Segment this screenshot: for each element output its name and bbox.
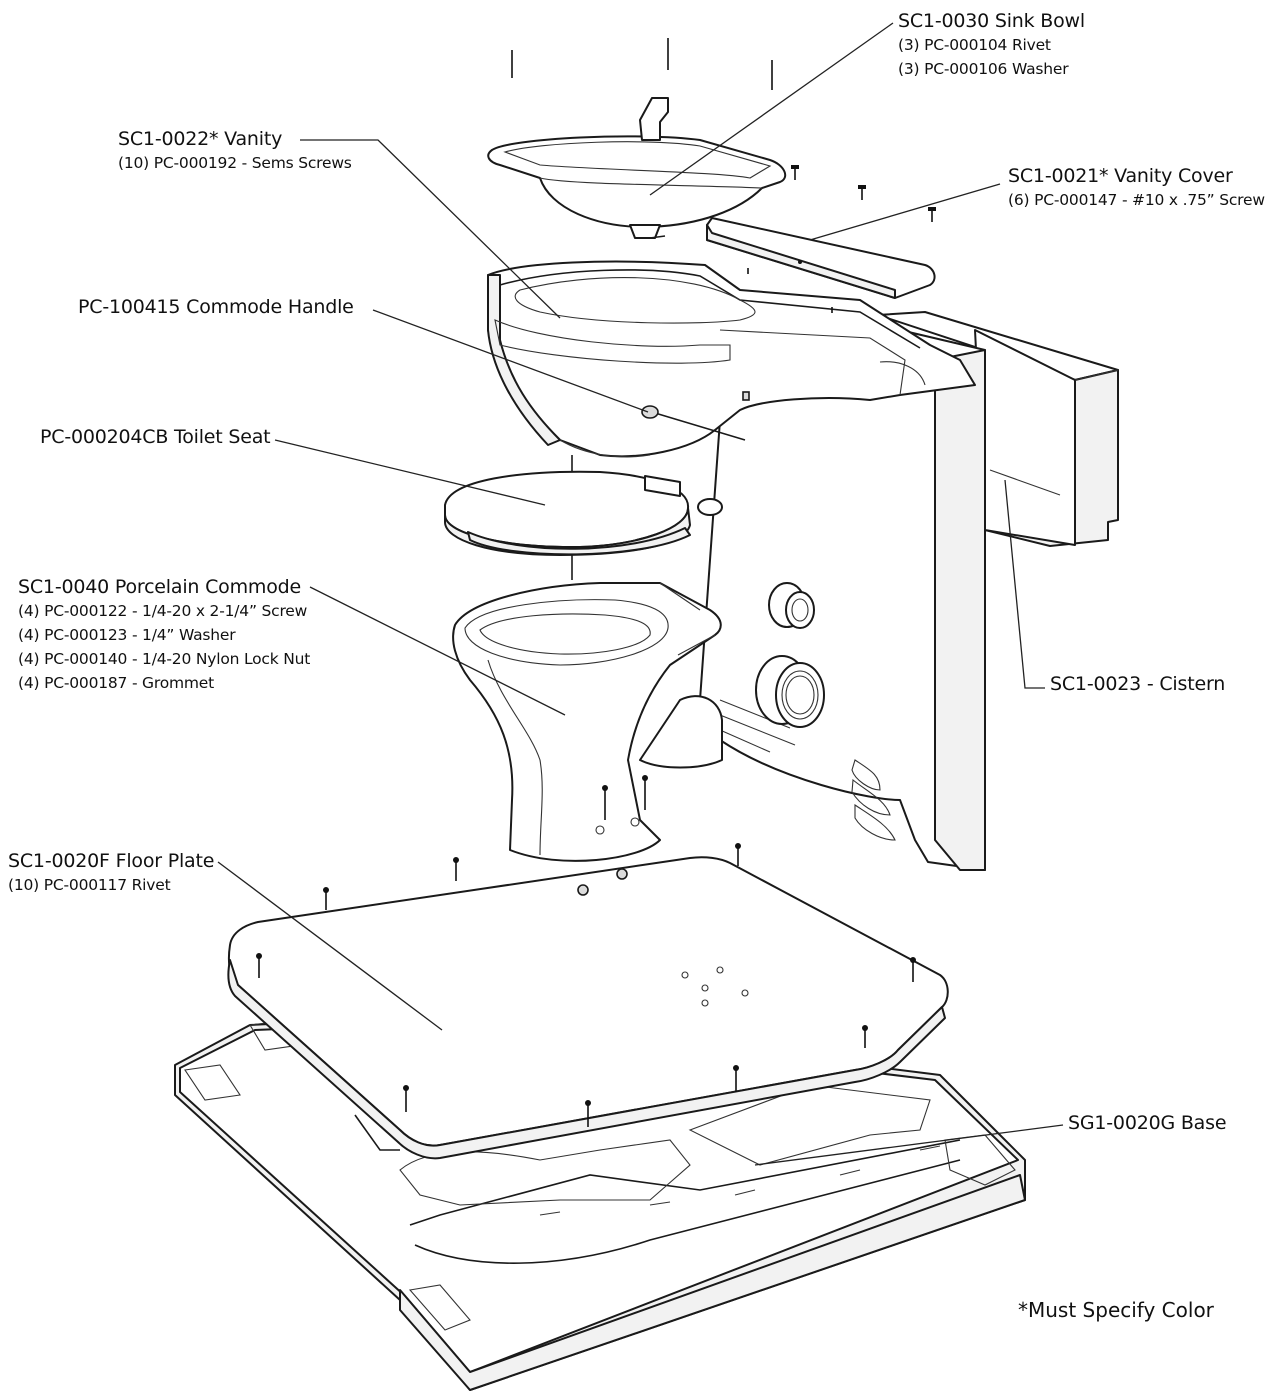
vanity-fittings: [755, 582, 825, 728]
callout-vanity: SC1-0022* Vanity (10) PC-000192 - Sems S…: [118, 128, 352, 175]
callout-sink-bowl: SC1-0030 Sink Bowl (3) PC-000104 Rivet (…: [898, 10, 1085, 81]
leader-floor-plate: [217, 861, 443, 1031]
leader-toilet-seat: [274, 439, 546, 506]
callout-cistern: SC1-0023 - Cistern: [1050, 673, 1225, 696]
callout-commode-handle: PC-100415 Commode Handle: [78, 296, 354, 319]
sink-bowl-title: SC1-0030 Sink Bowl: [898, 10, 1085, 32]
callout-base: SG1-0020G Base: [1068, 1112, 1227, 1135]
leader-base: [754, 1124, 1064, 1166]
sink-bowl-rivets: [511, 38, 773, 90]
vanity-cover-part: [706, 217, 936, 299]
commode-handle-part: [641, 405, 746, 441]
commode-line-2: (4) PC-000123 - 1/4” Washer: [18, 625, 236, 644]
leader-lines: [217, 22, 1064, 1166]
sink-bowl-line-2: (3) PC-000106 Washer: [898, 59, 1069, 78]
leader-commode: [309, 586, 566, 716]
commode-line-1: (4) PC-000122 - 1/4-20 x 2-1/4” Screw: [18, 601, 308, 620]
callout-vanity-cover: SC1-0021* Vanity Cover (6) PC-000147 - #…: [1008, 165, 1265, 212]
toilet-seat-part: [444, 470, 723, 556]
commode-part: [452, 582, 723, 862]
vanity-part: [487, 260, 986, 871]
callout-floor-plate: SC1-0020F Floor Plate (10) PC-000117 Riv…: [8, 850, 214, 897]
commode-line-3: (4) PC-000140 - 1/4-20 Nylon Lock Nut: [18, 649, 311, 668]
cistern-title: SC1-0023 - Cistern: [1050, 673, 1226, 695]
floor-plate-part: [227, 856, 949, 1160]
commode-line-4: (4) PC-000187 - Grommet: [18, 673, 214, 692]
commode-hardware: [595, 775, 648, 835]
callout-toilet-seat: PC-000204CB Toilet Seat: [40, 426, 271, 449]
vanity-cover-line-1: (6) PC-000147 - #10 x .75” Screw: [1008, 190, 1265, 209]
commode-handle-title: PC-100415 Commode Handle: [78, 296, 354, 318]
floor-plate-rivets: [256, 843, 916, 1127]
callout-commode: SC1-0040 Porcelain Commode (4) PC-000122…: [18, 576, 310, 695]
leader-vanity: [300, 139, 561, 319]
vanity-cover-screw-heads: [791, 165, 936, 211]
vanity-cover-title: SC1-0021* Vanity Cover: [1008, 165, 1233, 187]
sink-bowl-line-1: (3) PC-000104 Rivet: [898, 35, 1051, 54]
footnote: *Must Specify Color: [1018, 1298, 1214, 1322]
toilet-seat-title: PC-000204CB Toilet Seat: [40, 426, 271, 448]
sink-bowl-part: [487, 97, 787, 239]
leader-vanity-cover: [809, 183, 1001, 241]
leader-sink-bowl: [649, 22, 894, 196]
leader-cistern: [1004, 479, 1045, 689]
vanity-title: SC1-0022* Vanity: [118, 128, 283, 150]
vanity-line-1: (10) PC-000192 - Sems Screws: [118, 153, 352, 172]
leader-commode-handle: [372, 309, 649, 413]
commode-title: SC1-0040 Porcelain Commode: [18, 576, 301, 598]
cistern-part: [877, 311, 1119, 547]
vanity-cover-screws: [747, 168, 933, 313]
floor-plate-line-1: (10) PC-000117 Rivet: [8, 875, 171, 894]
base-title: SG1-0020G Base: [1068, 1112, 1227, 1134]
floor-plate-title: SC1-0020F Floor Plate: [8, 850, 215, 872]
